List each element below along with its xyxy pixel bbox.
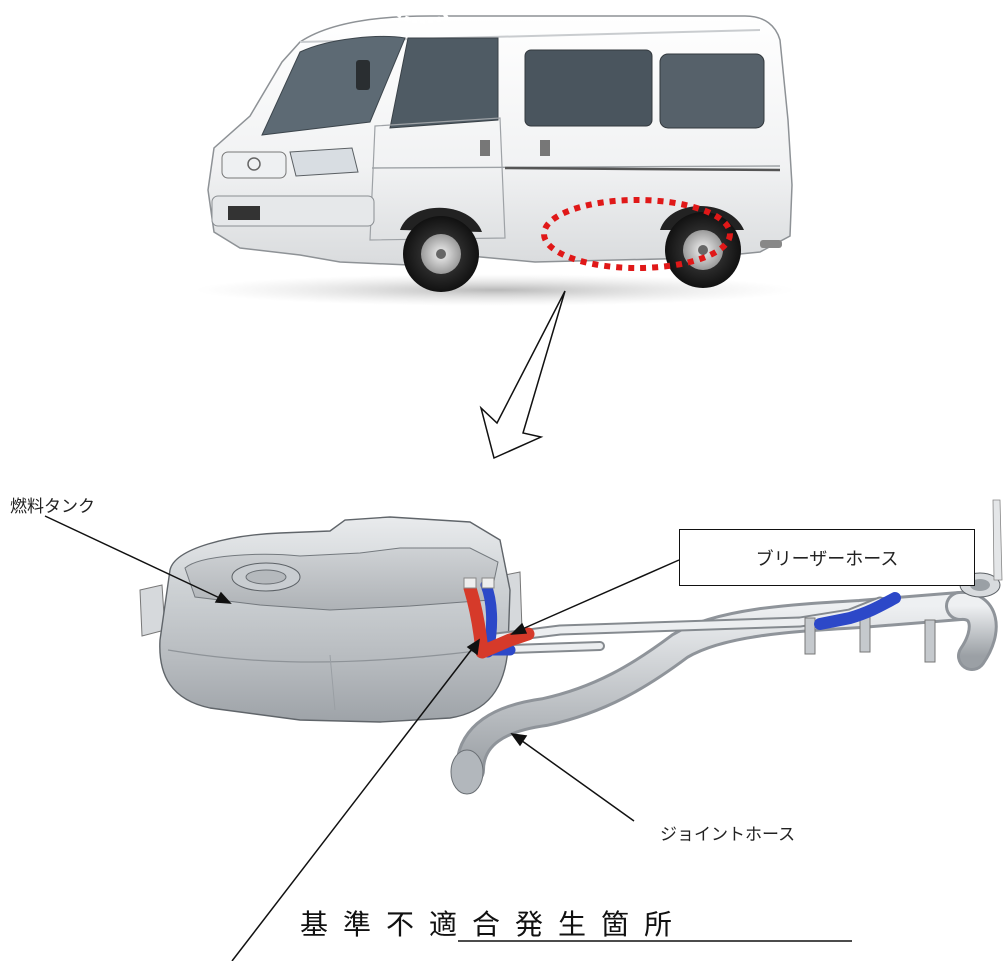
van-shadow [195, 274, 795, 306]
van-mirror [356, 60, 370, 90]
leader-nonconformity [231, 644, 476, 961]
van-rear-wheel [660, 206, 744, 288]
van-front-window [389, 37, 499, 129]
breather-hose-label: ブリーザーホース [679, 529, 975, 586]
leader-joint-head [510, 733, 528, 747]
van-handle-front [480, 140, 490, 156]
van-exhaust [760, 240, 782, 248]
leader-joint [517, 737, 635, 822]
van-emblem [247, 157, 261, 171]
fuel-tank-label: 燃料タンク [10, 497, 95, 517]
van-handle-side [540, 140, 550, 156]
van-headlamp [289, 147, 359, 177]
tank-crease [167, 647, 501, 663]
leader-breather-head [510, 622, 528, 635]
zoom-arrow [479, 290, 566, 460]
leader-fuel-tank-head [214, 591, 232, 604]
fuel-tank-assembly [139, 499, 1003, 795]
tank-location-highlight [541, 197, 733, 271]
joint-hose-end [450, 749, 484, 795]
joint-hose-label: ジョイントホース [660, 825, 796, 845]
van-mid-window [524, 49, 653, 127]
blue-hose-right [814, 592, 901, 630]
van-plate [228, 206, 260, 220]
van-rear-window [659, 53, 765, 129]
leader-breather [519, 559, 680, 631]
van-side-crease [371, 165, 781, 169]
red-breather-hose [463, 581, 535, 659]
van-side-molding [504, 166, 781, 172]
van-illustration [195, 10, 795, 306]
nonconformity-location-label: 基準不適合発生箇所 [300, 908, 688, 941]
leader-nonconformity-head [466, 638, 480, 656]
leader-fuel-tank [44, 515, 225, 601]
leader-lines [44, 515, 852, 961]
van-front-wheel [400, 207, 482, 292]
van-grille [221, 151, 287, 179]
